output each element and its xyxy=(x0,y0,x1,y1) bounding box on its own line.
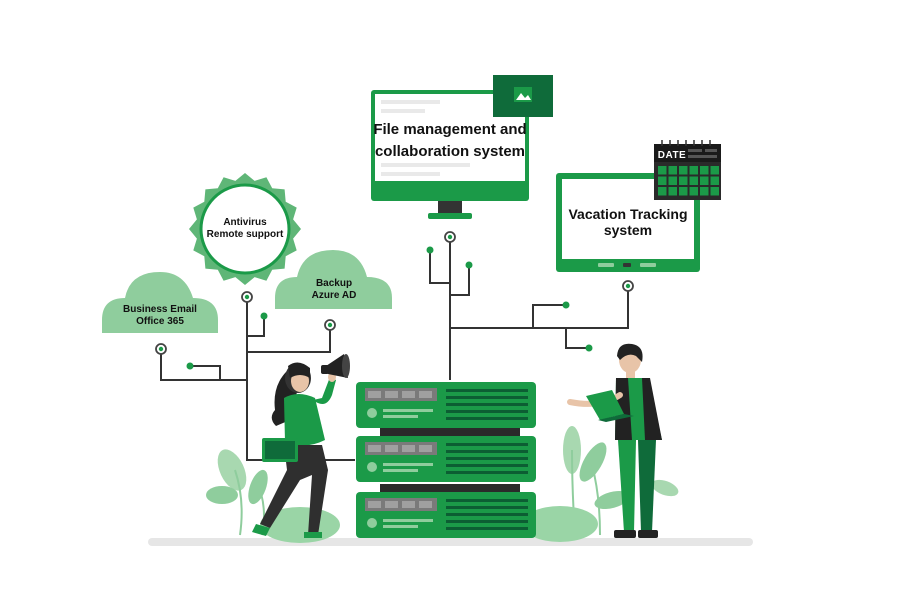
server-unit xyxy=(356,492,536,538)
calendar-day-cell xyxy=(668,166,677,175)
backup-label: Backup Azure AD xyxy=(292,278,376,301)
calendar-icon xyxy=(654,140,721,200)
vacation-tracking-label: Vacation Tracking system xyxy=(562,206,694,238)
calendar-date-label: DATE xyxy=(657,150,687,161)
calendar-day-cell xyxy=(658,176,667,185)
file-management-line1: File management and xyxy=(373,121,527,138)
file-management-line2: collaboration system xyxy=(374,142,526,160)
calendar-day-cell xyxy=(658,166,667,175)
business-email-line1: Business Email xyxy=(123,304,197,315)
server-unit xyxy=(356,382,536,428)
wire-node-dots xyxy=(158,234,631,370)
cloud-icon-backup xyxy=(275,250,392,309)
calendar-day-cell xyxy=(700,187,709,196)
laptop-icon xyxy=(586,390,634,422)
calendar-day-cell xyxy=(700,176,709,185)
business-email-line2: Office 365 xyxy=(136,315,184,327)
image-icon xyxy=(493,75,553,117)
calendar-day-cell xyxy=(658,187,667,196)
calendar-day-cell xyxy=(689,187,698,196)
calendar-day-cell xyxy=(689,166,698,175)
antivirus-line2: Remote support xyxy=(206,228,284,240)
woman-figure-icon xyxy=(252,362,336,538)
business-email-label: Business Email Office 365 xyxy=(102,304,218,327)
calendar-day-cell xyxy=(668,176,677,185)
calendar-day-cell xyxy=(710,176,719,185)
antivirus-line1: Antivirus xyxy=(223,217,267,228)
ground-shadow xyxy=(148,538,753,546)
calendar-day-cell xyxy=(689,176,698,185)
calendar-day-cell xyxy=(700,166,709,175)
calendar-day-cell xyxy=(679,187,688,196)
calendar-day-cell xyxy=(679,176,688,185)
man-figure-icon xyxy=(567,343,662,538)
calendar-day-cell xyxy=(710,187,719,196)
vacation-tracking-line1: Vacation Tracking xyxy=(568,206,688,222)
cloud-icon-business-email xyxy=(102,272,218,333)
gear-icon xyxy=(189,173,301,285)
calendar-day-cell xyxy=(668,187,677,196)
calendar-day-cell xyxy=(679,166,688,175)
antivirus-label: Antivirus Remote support xyxy=(201,217,289,240)
vacation-tracking-line2: system xyxy=(603,222,653,239)
server-icon xyxy=(356,382,536,538)
file-management-label: File management and collaboration system xyxy=(371,119,529,163)
backup-line1: Backup xyxy=(315,278,353,289)
megaphone-icon xyxy=(321,354,350,378)
calendar-day-cell xyxy=(710,166,719,175)
server-unit xyxy=(356,436,536,482)
backup-line2: Azure AD xyxy=(311,289,357,301)
